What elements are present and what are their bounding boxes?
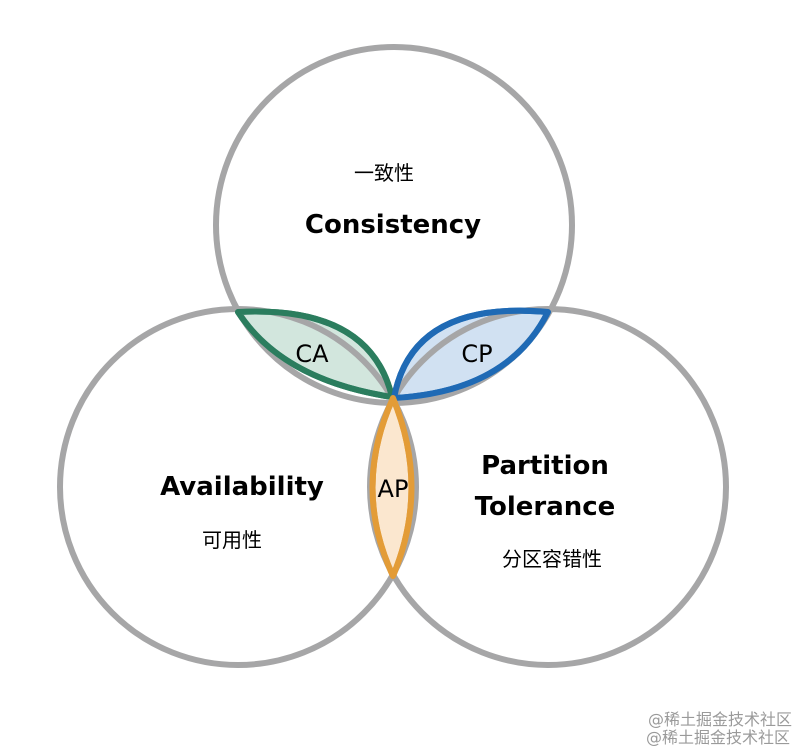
consistency-cn-label: 一致性 xyxy=(354,161,414,185)
partition-cn-label: 分区容错性 xyxy=(502,547,602,571)
ap-intersection-outline xyxy=(369,395,415,579)
availability-en-label: Availability xyxy=(160,472,324,502)
cp-label: CP xyxy=(461,340,492,368)
ca-label: CA xyxy=(295,340,329,368)
partition-tolerance-circle xyxy=(367,306,729,668)
partition-en-label-line1: Partition xyxy=(481,451,609,481)
watermark-line1: @稀土掘金技术社区 xyxy=(648,710,792,729)
availability-cn-label: 可用性 xyxy=(202,528,262,552)
ap-label: AP xyxy=(378,475,409,503)
watermark-line2: @稀土掘金技术社区 xyxy=(646,728,790,747)
partition-en-label-line2: Tolerance xyxy=(475,492,616,522)
consistency-en-label: Consistency xyxy=(305,210,481,240)
